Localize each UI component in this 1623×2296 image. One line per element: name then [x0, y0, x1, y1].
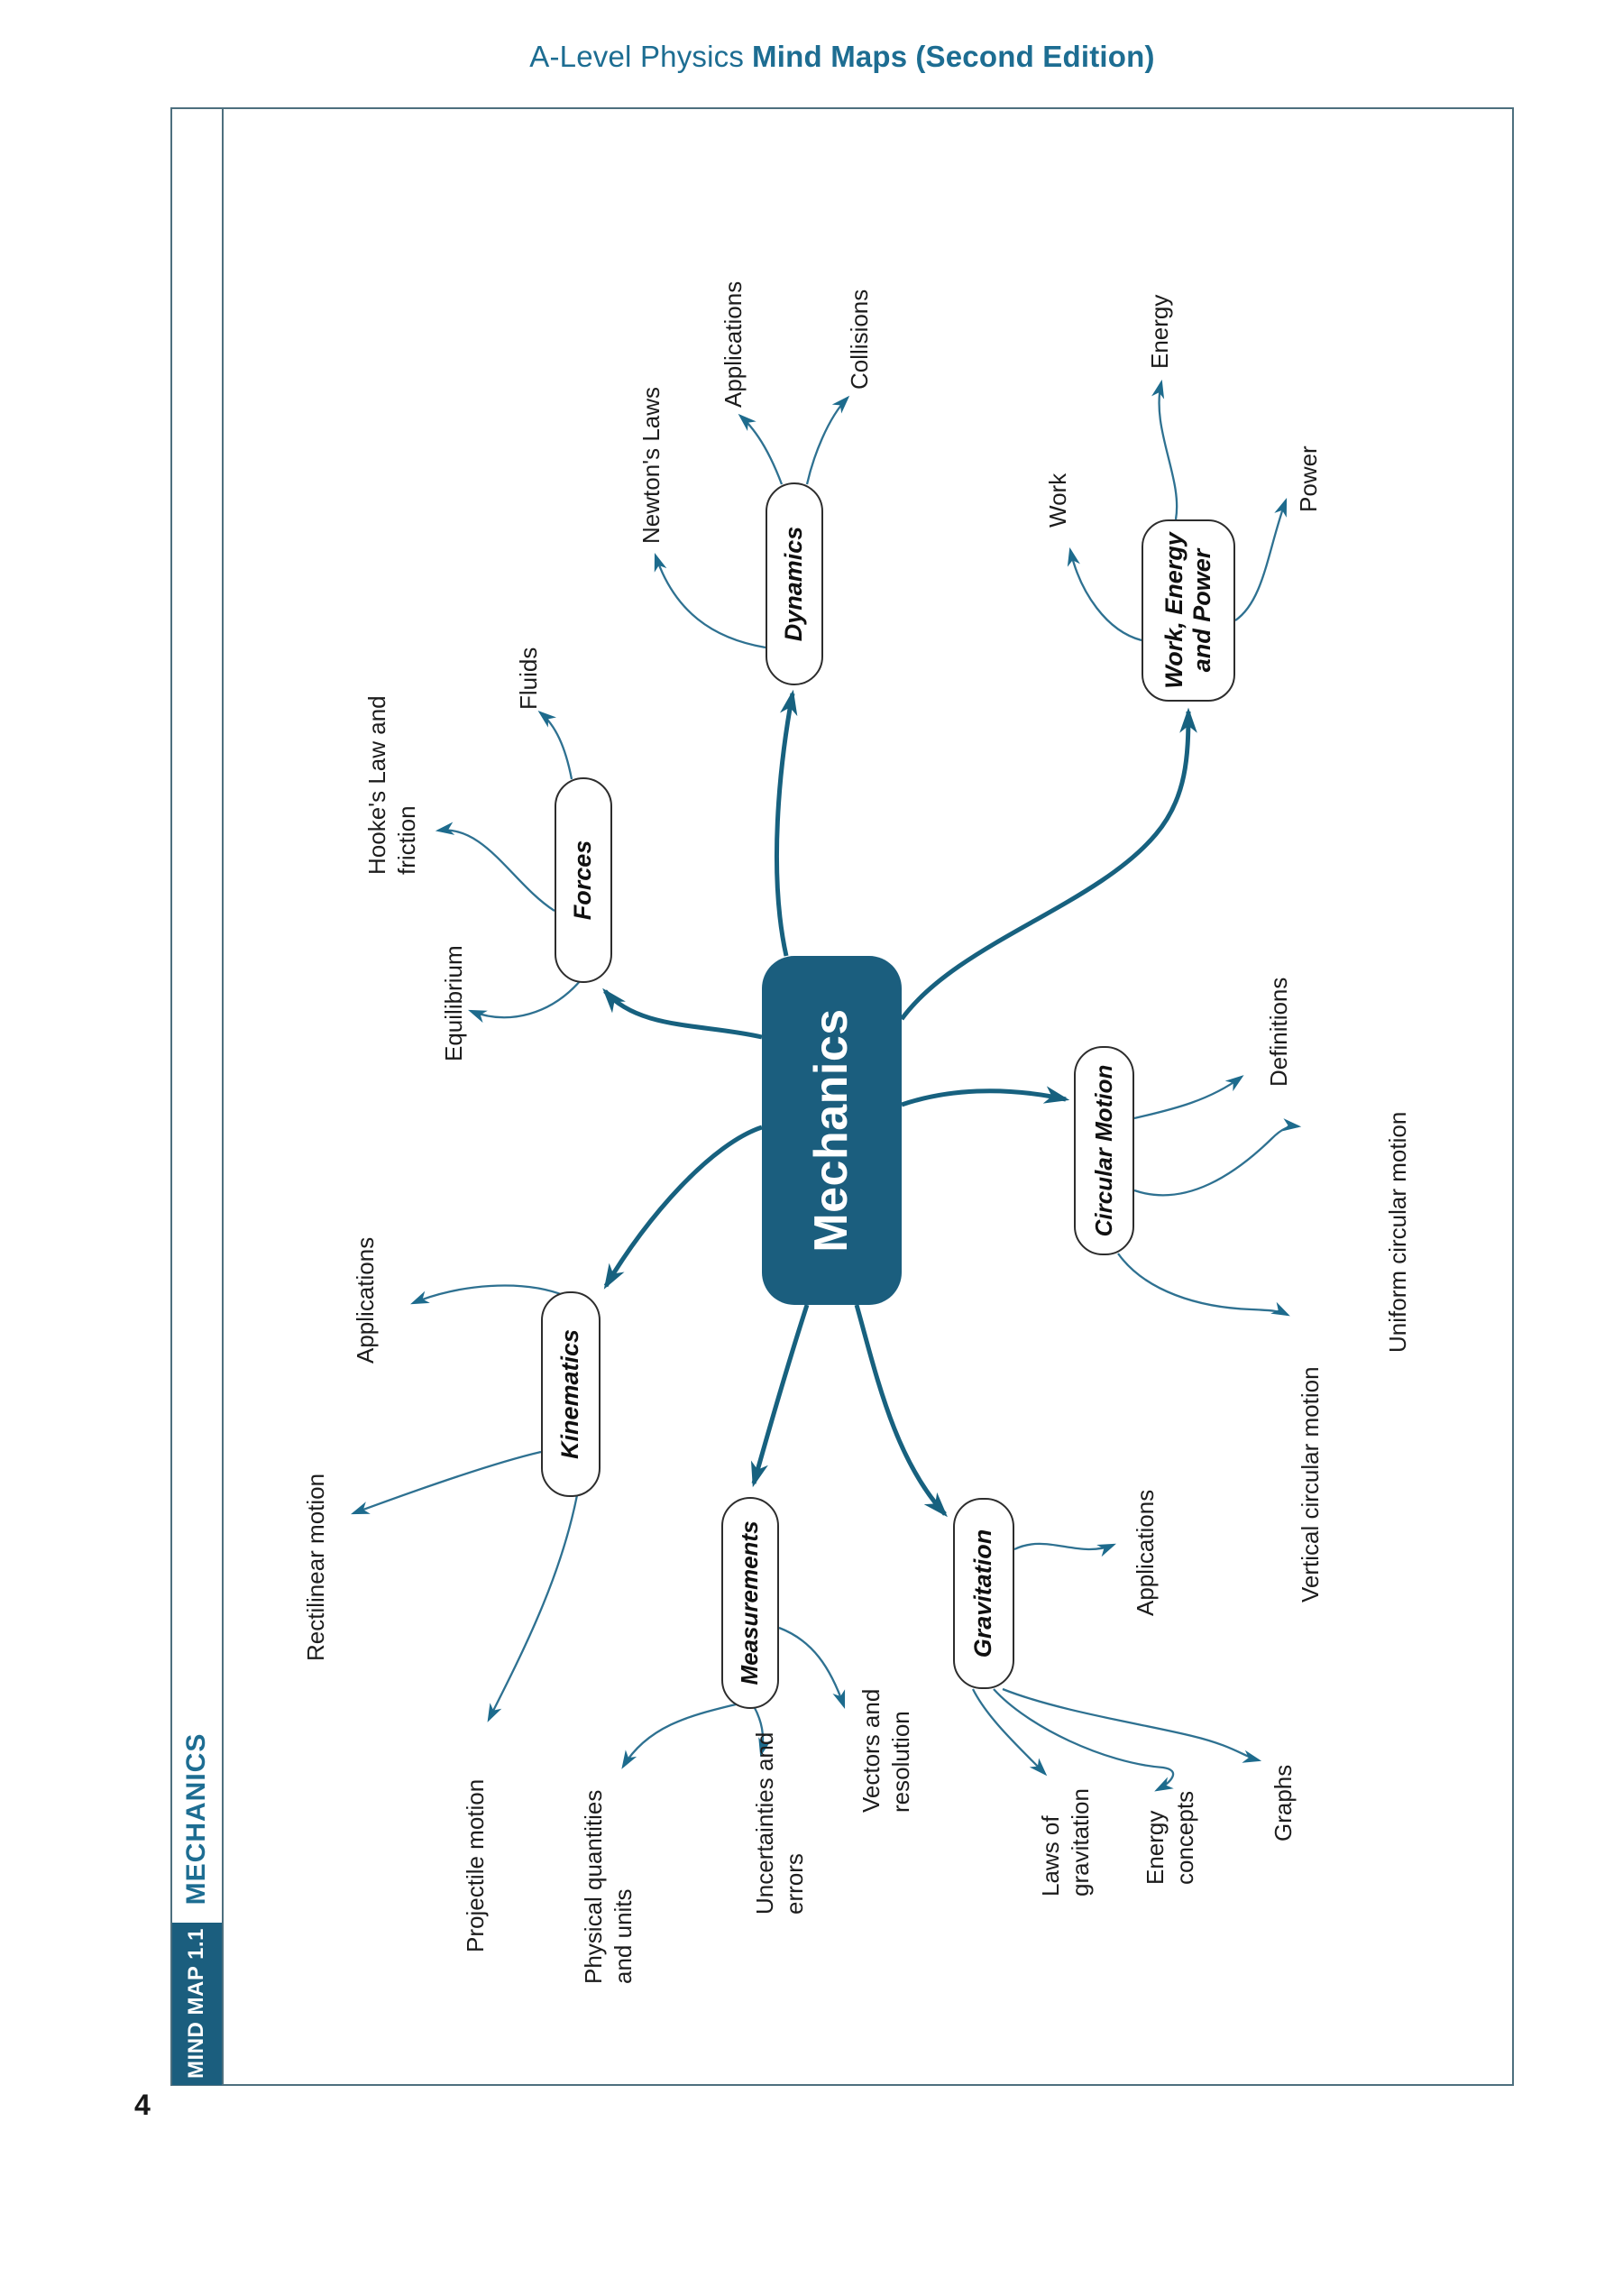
- header-edition: (Second Edition): [915, 40, 1155, 73]
- leaf-kinematics-rectilinear-motion: Rectilinear motion: [302, 1473, 329, 1661]
- node-forces: Forces: [555, 777, 612, 983]
- sidebar-mapnumber-box: [172, 1923, 222, 2085]
- mindmap: Mechanics Forces Dynamics Work, Energy a…: [225, 271, 1515, 2083]
- content-frame: [170, 107, 1514, 2086]
- leaf-forces-hookes-law: Hooke's Law and friction: [363, 695, 420, 875]
- trunk-lines: [602, 689, 1197, 1518]
- leaf-gravitation-energy-concepts: Energy concepts: [1142, 1790, 1198, 1885]
- leaf-dynamics-collisions: Collisions: [846, 289, 873, 390]
- node-measurements: Measurements: [721, 1497, 779, 1709]
- leaf-wep-work: Work: [1044, 473, 1071, 528]
- node-gravitation: Gravitation: [953, 1498, 1014, 1689]
- leaf-forces-fluids: Fluids: [515, 647, 542, 710]
- leaf-dynamics-newtons-laws: Newton's Laws: [637, 386, 665, 544]
- sidebar-column: [170, 107, 224, 2086]
- node-circular-motion: Circular Motion: [1074, 1046, 1134, 1255]
- node-work-energy-power: Work, Energy and Power: [1142, 519, 1235, 702]
- node-kinematics: Kinematics: [541, 1291, 601, 1497]
- leaf-forces-equilibrium: Equilibrium: [440, 945, 467, 1061]
- leaf-wep-power: Power: [1295, 445, 1322, 512]
- leaf-measurements-physical-quantities: Physical quantities and units: [580, 1789, 637, 1984]
- branch-lines: [350, 379, 1302, 1792]
- leaf-cm-vertical-circular-motion: Vertical circular motion: [1297, 1366, 1324, 1603]
- page-number: 4: [134, 2089, 151, 2121]
- leaf-kinematics-projectile-motion: Projectile motion: [462, 1778, 489, 1952]
- leaf-cm-uniform-circular-motion: Uniform circular motion: [1384, 1111, 1411, 1353]
- node-dynamics: Dynamics: [766, 482, 823, 685]
- leaf-wep-energy: Energy: [1146, 294, 1173, 369]
- header-book-title: Mind Maps: [752, 40, 908, 73]
- leaf-measurements-vectors: Vectors and resolution: [857, 1688, 914, 1813]
- leaf-kinematics-applications: Applications: [352, 1236, 379, 1364]
- leaf-gravitation-applications: Applications: [1132, 1489, 1159, 1616]
- node-mechanics: Mechanics: [762, 956, 902, 1305]
- mindmap-connectors: [350, 379, 1302, 1792]
- leaf-dynamics-applications: Applications: [720, 280, 747, 408]
- leaf-cm-definitions: Definitions: [1265, 977, 1292, 1087]
- leaf-gravitation-graphs: Graphs: [1270, 1764, 1297, 1841]
- leaf-gravitation-laws: Laws of gravitation: [1037, 1788, 1094, 1896]
- sidebar-mapnumber-label: MIND MAP 1.1: [183, 1928, 208, 2079]
- header-series-title: A-Level Physics: [529, 40, 745, 73]
- leaf-measurements-uncertainties: Uncertainties and errors: [751, 1731, 808, 1915]
- sidebar-chapter-label: MECHANICS: [181, 1732, 211, 1906]
